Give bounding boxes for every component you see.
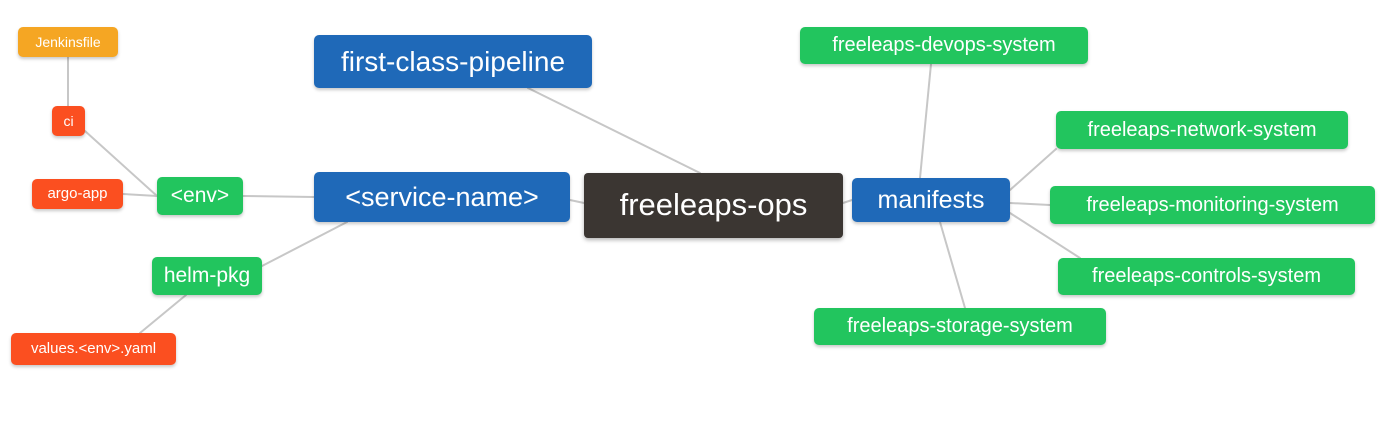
node-label-freeleaps-ops: freeleaps-ops: [619, 187, 808, 223]
node-helm-pkg[interactable]: helm-pkg: [152, 257, 262, 295]
node-env[interactable]: <env>: [157, 177, 243, 215]
node-label-devops-system: freeleaps-devops-system: [832, 34, 1056, 56]
node-label-helm-pkg: helm-pkg: [163, 263, 251, 287]
node-label-values-yaml: values.<env>.yaml: [30, 340, 157, 358]
node-argo-app[interactable]: argo-app: [32, 179, 123, 209]
node-values-yaml[interactable]: values.<env>.yaml: [11, 333, 176, 365]
node-freeleaps-ops[interactable]: freeleaps-ops: [584, 173, 843, 238]
node-jenkinsfile[interactable]: Jenkinsfile: [18, 27, 118, 57]
edge-helm-pkg-to-service-name: [261, 221, 348, 267]
node-controls-system[interactable]: freeleaps-controls-system: [1058, 258, 1355, 295]
node-storage-system[interactable]: freeleaps-storage-system: [814, 308, 1106, 345]
edge-manifests-to-network-system: [1009, 148, 1057, 191]
node-label-service-name: <service-name>: [345, 181, 539, 212]
node-label-jenkinsfile: Jenkinsfile: [35, 33, 101, 50]
edge-manifests-to-monitoring-system: [1009, 202, 1051, 206]
node-label-ci: ci: [63, 112, 74, 129]
node-label-monitoring-system: freeleaps-monitoring-system: [1086, 193, 1339, 216]
node-label-env: <env>: [170, 183, 230, 207]
edge-env-to-service-name: [242, 195, 315, 198]
node-label-manifests: manifests: [877, 185, 985, 214]
node-label-storage-system: freeleaps-storage-system: [847, 315, 1073, 337]
node-manifests[interactable]: manifests: [852, 178, 1010, 222]
edge-argo-app-to-env: [122, 193, 158, 197]
node-label-first-class-pipeline: first-class-pipeline: [340, 45, 566, 77]
edge-freeleaps-ops-to-manifests: [842, 199, 853, 204]
node-first-class-pipeline[interactable]: first-class-pipeline: [314, 35, 592, 88]
edge-manifests-to-storage-system: [939, 221, 966, 309]
node-label-controls-system: freeleaps-controls-system: [1092, 265, 1321, 287]
node-monitoring-system[interactable]: freeleaps-monitoring-system: [1050, 186, 1375, 224]
node-ci[interactable]: ci: [52, 106, 85, 136]
node-label-argo-app: argo-app: [47, 185, 108, 203]
edge-values-yaml-to-helm-pkg: [139, 294, 187, 334]
edge-service-name-to-freeleaps-ops: [569, 199, 585, 204]
node-devops-system[interactable]: freeleaps-devops-system: [800, 27, 1088, 64]
node-label-network-system: freeleaps-network-system: [1087, 118, 1317, 141]
node-network-system[interactable]: freeleaps-network-system: [1056, 111, 1348, 149]
edge-manifests-to-devops-system: [919, 63, 932, 179]
node-service-name[interactable]: <service-name>: [314, 172, 570, 222]
edge-first-class-pipeline-to-freeleaps-ops: [527, 87, 701, 174]
